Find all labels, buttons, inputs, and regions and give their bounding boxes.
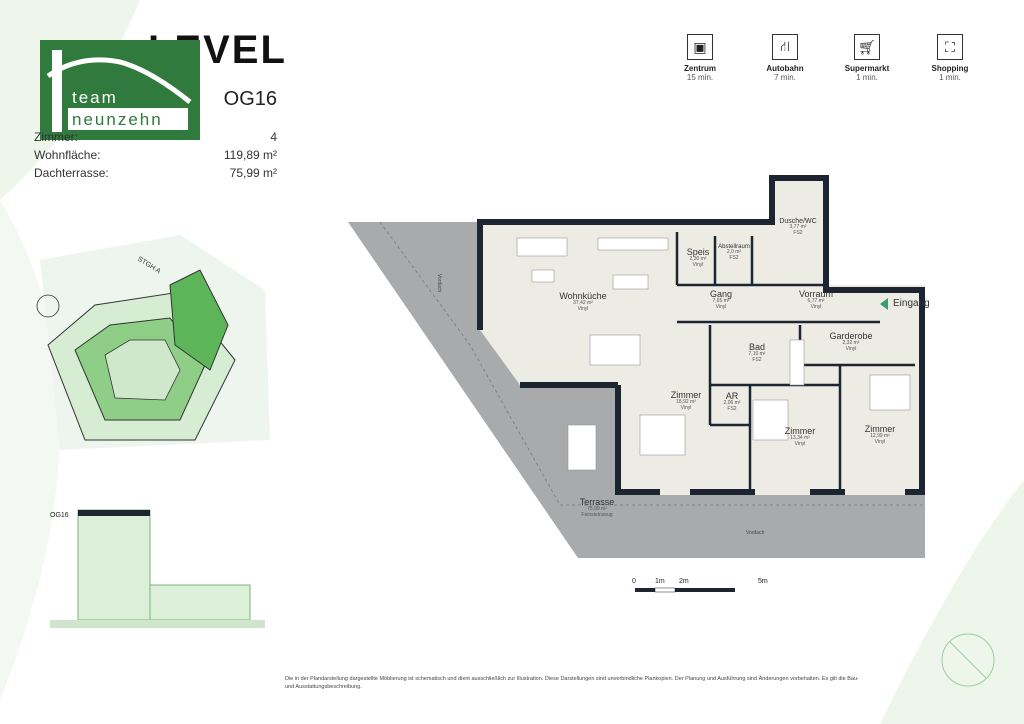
room-area: 3,77 m² bbox=[789, 224, 807, 231]
fact-living-area: Wohnfläche: 119,89 m² bbox=[34, 148, 277, 162]
logo-line2: neunzehn bbox=[72, 110, 163, 129]
room-name: Garderobe bbox=[829, 331, 873, 341]
room-name: Bad bbox=[748, 342, 766, 352]
disclaimer: Die in der Plandarstellung dargestellte … bbox=[285, 676, 859, 691]
apartment-floor bbox=[480, 178, 925, 495]
entrance-marker bbox=[880, 298, 888, 310]
room-name: AR bbox=[725, 391, 739, 401]
room-area: 2,32 m² bbox=[842, 340, 860, 347]
room-name: Terrasse bbox=[579, 497, 615, 507]
room-floor: FS2 bbox=[752, 356, 762, 363]
fact-label: Wohnfläche: bbox=[34, 148, 101, 162]
room-area: 2,06 m² bbox=[723, 400, 741, 407]
room-area: 75,99 m² bbox=[587, 506, 607, 513]
room-area: 2,0 m² bbox=[726, 249, 742, 256]
brand-logo: team neunzehn bbox=[40, 40, 200, 140]
room-area: 37,42 m² bbox=[573, 300, 593, 307]
room-name: Vorraum bbox=[798, 289, 834, 299]
poi-name: Autobahn bbox=[766, 64, 804, 73]
room-name: Zimmer bbox=[670, 390, 702, 400]
poi-time: 15 min. bbox=[686, 73, 714, 82]
room-floor: FS2 bbox=[727, 405, 737, 412]
terrace-area bbox=[348, 222, 925, 558]
room-name: Zimmer bbox=[864, 424, 896, 434]
canopy-label: Vordach bbox=[746, 530, 765, 536]
room-floor: Vinyl bbox=[845, 345, 857, 352]
room-floor: Vinyl bbox=[794, 440, 806, 447]
fact-value: 119,89 m² bbox=[223, 148, 277, 162]
fact-value: 75,99 m² bbox=[229, 166, 277, 180]
room-floor: Vinyl bbox=[692, 261, 704, 268]
poi-time: 7 min. bbox=[774, 73, 796, 82]
scale-2m: 2m bbox=[679, 578, 689, 585]
fact-label: Zimmer: bbox=[34, 130, 78, 144]
scale-0: 0 bbox=[632, 578, 636, 585]
scale-5m: 5m bbox=[758, 578, 768, 585]
room-floor: Vinyl bbox=[874, 438, 886, 445]
room-area: 2,30 m² bbox=[689, 256, 707, 263]
fact-label: Dachterrasse: bbox=[34, 166, 109, 180]
room-floor: Vinyl bbox=[577, 305, 589, 312]
room-area: 6,77 m² bbox=[807, 298, 825, 305]
canopy-label-side: Vordach bbox=[436, 273, 443, 293]
poi-name: Supermarkt bbox=[844, 64, 890, 73]
room-area: 7,65 m² bbox=[712, 298, 730, 305]
city-icon: ▣ bbox=[687, 34, 713, 60]
highway-icon: ⛙ bbox=[772, 34, 798, 60]
poi-time: 1 min. bbox=[856, 73, 878, 82]
room-name: Dusche/WC bbox=[779, 218, 817, 225]
fact-value: 4 bbox=[270, 130, 277, 144]
room-area: 7,10 m² bbox=[748, 351, 766, 358]
room-area: 18,92 m² bbox=[676, 399, 696, 406]
unit-number: OG16 bbox=[223, 88, 277, 110]
poi-name: Shopping bbox=[931, 64, 969, 73]
room-name: Abstellraum bbox=[718, 244, 750, 250]
room-floor: Vinyl bbox=[810, 303, 822, 310]
fact-rooms: Zimmer: 4 bbox=[34, 130, 277, 144]
scale-1m: 1m bbox=[655, 578, 665, 585]
furniture bbox=[516, 237, 911, 471]
room-name: Speis bbox=[686, 247, 710, 257]
inner-walls bbox=[675, 232, 915, 492]
bag-icon: ⛶ bbox=[937, 34, 963, 60]
room-name: Zimmer bbox=[784, 426, 816, 436]
room-name: Wohnküche bbox=[559, 291, 607, 301]
room-floor: FS2 bbox=[793, 229, 803, 236]
site-plan bbox=[36, 235, 270, 450]
elevation-diagram bbox=[50, 509, 265, 628]
room-name: Gang bbox=[709, 289, 733, 299]
elevation-level-label: OG16 bbox=[50, 512, 69, 519]
scale-bar bbox=[635, 587, 735, 593]
poi-time: 1 min. bbox=[939, 73, 961, 82]
cart-icon: 🛒︎ bbox=[854, 34, 880, 60]
room-area: 13,34 m² bbox=[790, 435, 810, 442]
room-floor: Vinyl bbox=[680, 404, 692, 411]
room-area: 12,99 m² bbox=[870, 433, 890, 440]
room-floor: Feinsteinzeug bbox=[581, 511, 613, 518]
logo-line1: team bbox=[72, 88, 118, 107]
fact-terrace: Dachterrasse: 75,99 m² bbox=[34, 166, 277, 180]
poi-name: Zentrum bbox=[684, 64, 716, 73]
entrance-label: Eingang bbox=[893, 298, 930, 309]
room-floor: Vinyl bbox=[715, 303, 727, 310]
room-floor: FS2 bbox=[729, 254, 739, 261]
